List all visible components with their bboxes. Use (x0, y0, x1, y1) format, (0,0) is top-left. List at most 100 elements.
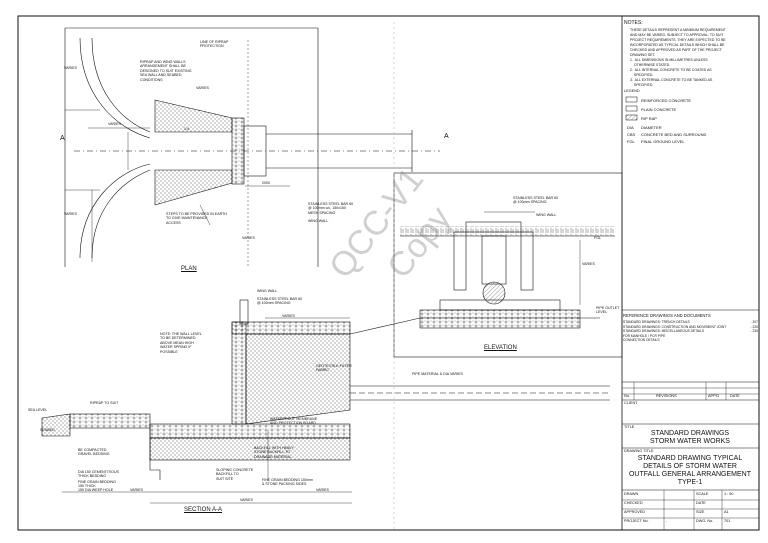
elev-fgl: FGL (594, 236, 601, 240)
note-line: PROJECT REQUIREMENTS. THEY ARE EXPECTED … (630, 38, 726, 42)
reference-line: STANDARD DRAWINGS: TRENCH DETAILS - 207 (623, 320, 758, 324)
section-title: SECTION A-A (184, 507, 223, 513)
sect-pipe-note: PIPE MATERIAL & DIA VARIES (412, 372, 463, 376)
abbrev-code-dia: DIA (627, 125, 634, 130)
sect-hole-drill: 150 DIA WEEP HOLE (78, 488, 114, 492)
drawing-title-4: TYPE-1 (677, 479, 703, 486)
references-title: REFERENCE DRAWINGS AND DOCUMENTS (623, 313, 711, 318)
sect-stainless: STAINLESS STEEL BAR 60 @ 100mm SPACING (257, 297, 303, 306)
title-line-2: STORM WATER WORKS (650, 438, 730, 445)
sect-wing-wall: WING WALL (257, 289, 278, 293)
plan-steps-note: STEPS TO BE PROVIDED IN EARTH TO GIVE MA… (166, 212, 227, 225)
revisions-no-header: No. (624, 394, 630, 398)
sect-varies-3: VARIES (240, 498, 253, 502)
drawing-title-3: OUTFALL GENERAL ARRANGEMENT (628, 471, 751, 478)
revisions-date-header: DATE (730, 394, 740, 398)
sect-waterproof: WATERPROOF MEMBRANE AND PROTECTION BOARD (270, 417, 318, 426)
reference-number: - 207 (750, 320, 758, 324)
reference-text: STANDARD DRAWINGS: MISCELLANEOUS DETAILS (623, 329, 705, 333)
drawing-title-2: DETAILS OF STORM WATER (643, 463, 737, 470)
sect-riprap-to-suit: RIPRAP TO SUIT (90, 401, 119, 405)
sect-compacted: BE COMPACTED GRAVEL BEDDING (78, 448, 110, 457)
tb-cell-label: CHECKED (624, 501, 643, 505)
reference-number: - 220 (750, 324, 758, 329)
elevation-title: ELEVATION (484, 345, 517, 351)
tb-cell-key: DWG. No. (696, 519, 714, 523)
reference-line: STANDARD DRAWINGS: MISCELLANEOUS DETAILS… (623, 329, 758, 333)
reference-text: FOR MANHOLE / PCR PIPE (623, 333, 666, 338)
abbrev-code-fgl: FGL (627, 139, 635, 144)
tb-cell-key: DATE (696, 501, 706, 505)
sect-sea-level: SEA LEVEL (28, 408, 48, 412)
reference-line: FOR MANHOLE / PCR PIPE (623, 334, 758, 338)
note-line: CHECKED AND APPROVED AS PART OF THE PROJ… (630, 48, 722, 52)
plan-section-marker-left: A (60, 135, 65, 142)
revisions-header: REVISIONS (656, 394, 677, 398)
sect-seabed: SEABED (40, 428, 55, 432)
plan-varies-d: VARIES (64, 212, 77, 216)
tb-cell-label: DRAWN (624, 492, 639, 496)
drawing-title-label: DRAWING TITLE (624, 449, 654, 453)
note-line: OTHERWISE STATED. (630, 63, 671, 67)
elev-wing-wall: WING WALL (536, 213, 557, 217)
legend-title: LEGEND (624, 89, 640, 93)
reference-line: CONNECTION DETAILS (623, 338, 758, 342)
tb-cell-key-value: 701 (724, 519, 731, 523)
title-line-1: STANDARD DRAWINGS (650, 430, 730, 437)
sect-backfill: BACKFILL WITH HEAVY STONE BACKFILL TO DR… (254, 446, 294, 459)
sect-sloping: SLOPING CONCRETE BACKFILL TO SUIT SITE (216, 468, 254, 481)
plan-slope: 1:4 (184, 127, 189, 131)
plan-varies-c: VARIES (64, 66, 77, 70)
elev-pipe-outlet: PIPE OUTLET LEVEL (596, 306, 620, 315)
elevation-view (393, 172, 623, 358)
sect-varies: VARIES (282, 314, 295, 318)
note-line: 3. ALL EXTERNAL CONCRETE TO BE TANKED AS (630, 78, 713, 82)
reference-text: STANDARD DRAWINGS: CONSTRUCTION AND MOVE… (623, 324, 727, 329)
plan-varies-e: VARIES (242, 236, 255, 240)
revisions-appd-header: APP'D (708, 394, 720, 398)
elev-stainless: STAINLESS STEEL BAR 60 @ 100mm SPACING (513, 196, 559, 205)
sect-fine-note: FINE GRAIN BEDDING 150mm & STONE PACKING… (262, 478, 313, 487)
plan-title: PLAN (181, 266, 197, 272)
reference-text: STANDARD DRAWINGS: TRENCH DETAILS (623, 320, 690, 324)
plan-line-of-riprap: LINE OF RIPRAP PROTECTION (200, 40, 229, 49)
notes-title: NOTES: (624, 20, 643, 26)
tb-cell-key-value: A1 (724, 510, 729, 514)
tb-cell-label: APPROVED (624, 510, 646, 514)
plan-wing-wall: WING WALL (308, 219, 329, 223)
note-line: 2. ALL INTERNAL CONCRETE TO BE COATED AS (630, 68, 712, 72)
sect-note-wall: NOTE: THE WALL LEVEL TO BE DETERMINED AB… (160, 332, 202, 354)
note-line: DRAWING SET. (630, 53, 656, 57)
legend-item-plain: PLAIN CONCRETE (641, 107, 677, 112)
plan-varies-a: VARIES (108, 122, 121, 126)
plan-dim-2000: 2000 (262, 181, 270, 185)
section-view (41, 299, 610, 504)
abbrev-text-dia: DIAMETER (641, 125, 662, 130)
abbrev-text-fgl: FINAL GROUND LEVEL (641, 139, 685, 144)
tb-cell-value: - (666, 519, 668, 523)
note-line: SPECIFIED. (630, 73, 654, 77)
note-line: SPECIFIED. (630, 83, 654, 87)
note-line: 1. ALL DIMENSIONS IN MILLIMETRES UNLESS (630, 58, 708, 62)
client-label: CLIENT (624, 401, 638, 405)
legend-item-riprap: RIP RAP (641, 116, 657, 121)
tb-cell-label: PROJECT No. (624, 519, 649, 523)
plan-riprap-note: RIPRAP AND WING WALLS ARRANGEMENT SHALL … (140, 60, 192, 82)
elev-varies: VARIES (582, 262, 595, 266)
plan-stainless-bar: STAINLESS STEEL BAR 60 @ 100mm c/c, 150x… (308, 202, 354, 215)
plan-varies-b: VARIES (196, 86, 209, 90)
sect-geotextile: GEOTEXTILE FILTER FABRIC (316, 364, 352, 373)
sect-dia-bed: DIA 150 CEMENTITIOUS THICK BEDDING (78, 470, 119, 479)
plan-section-marker-right: A (444, 133, 449, 140)
sect-varies-2: VARIES (130, 488, 143, 492)
tb-cell-key-value: 1 : 50 (724, 492, 734, 496)
reference-line: STANDARD DRAWINGS: CONSTRUCTION AND MOVE… (623, 325, 758, 329)
note-line: THESE DETAILS REPRESENT A MINIMUM REQUIR… (630, 28, 726, 32)
tb-cell-key: SCALE (696, 492, 709, 496)
sect-fine-bed: FINE GRAIN BEDDING 150 THICK (78, 480, 116, 489)
note-line: AND MAY BE VARIED, SUBJECT TO APPROVAL, … (630, 33, 724, 37)
title-label: TITLE (624, 425, 635, 429)
reference-number: - 230 (750, 329, 758, 333)
